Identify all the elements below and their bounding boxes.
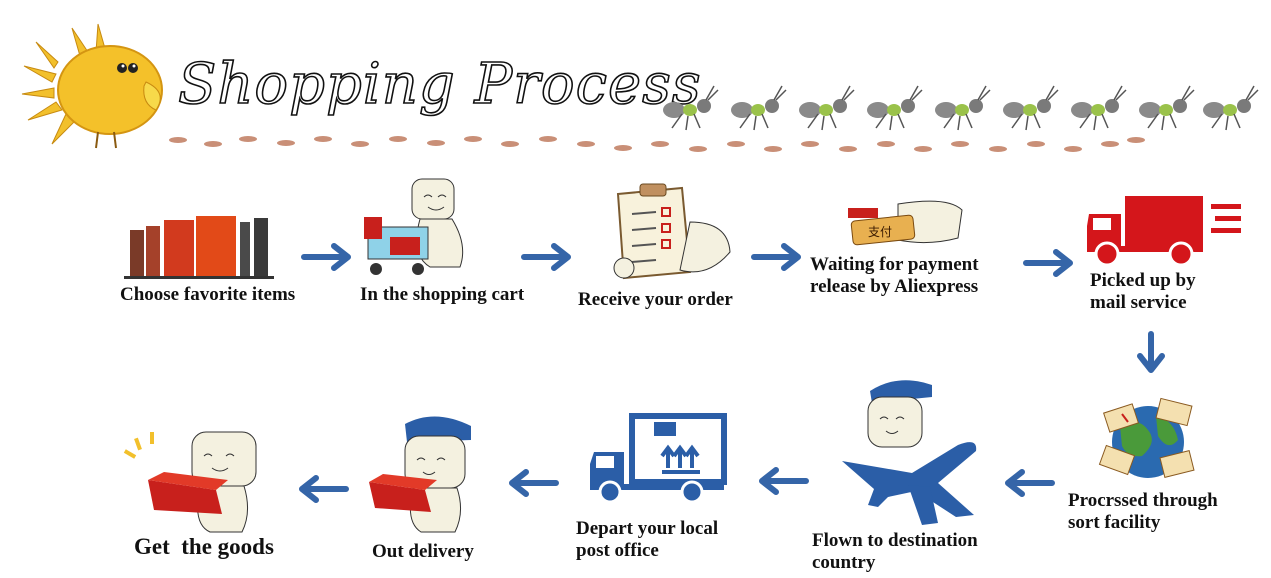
sort-facility-globe-icon: [1098, 396, 1198, 486]
dotted-trail-decoration: [168, 130, 1148, 160]
payment-card-icon: 支付: [838, 196, 968, 252]
books-icon: [120, 212, 280, 280]
arrow-left-icon: [509, 469, 559, 497]
step-label-choose-items: Choose favorite items: [120, 284, 296, 305]
arrow-down-icon: [1137, 331, 1165, 373]
page-title: Shopping Process: [177, 51, 702, 118]
arrow-left-icon: [299, 475, 349, 503]
airplane-character-icon: [838, 375, 988, 525]
delivery-truck-icon: [1085, 192, 1245, 268]
step-label-get-goods: Get the goods: [134, 534, 274, 559]
step-label-out-delivery: Out delivery: [372, 541, 474, 562]
payment-stamp-text: 支付: [868, 225, 892, 239]
arrow-left-icon: [1005, 469, 1055, 497]
arrow-right-icon: [1023, 249, 1073, 277]
post-office-truck-icon: [588, 412, 728, 504]
arrow-left-icon: [759, 467, 809, 495]
ants-row-decoration: [660, 82, 1260, 138]
get-goods-character-icon: [118, 428, 278, 538]
shopping-cart-character-icon: [360, 175, 495, 280]
arrow-right-icon: [301, 243, 351, 271]
step-label-shopping-cart: In the shopping cart: [360, 284, 525, 305]
delivery-character-icon: [365, 412, 485, 537]
order-clipboard-icon: [598, 182, 738, 282]
arrow-right-icon: [521, 243, 571, 271]
mascot-bird-icon: [18, 22, 178, 152]
arrow-right-icon: [751, 243, 801, 271]
step-label-receive-order: Receive your order: [578, 289, 733, 310]
